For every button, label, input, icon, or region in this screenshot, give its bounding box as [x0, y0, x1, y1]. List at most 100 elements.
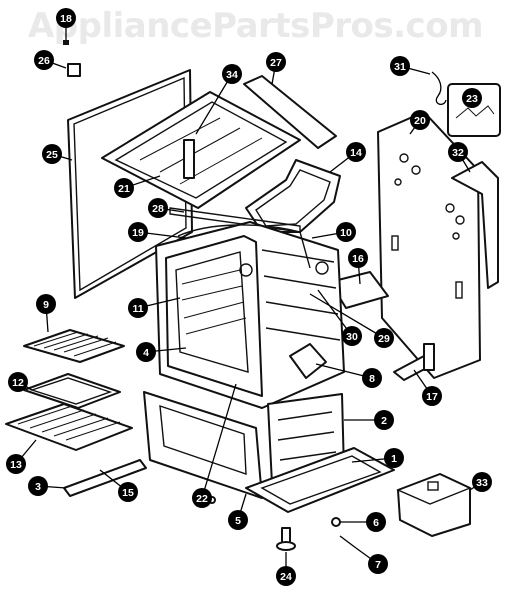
- callout-number: 10: [340, 227, 352, 239]
- callout-leader-line: [309, 293, 385, 339]
- drawer-rail: [63, 459, 147, 497]
- callout-3: 3: [28, 476, 67, 496]
- callout-bubble: [462, 88, 482, 108]
- callout-number: 31: [394, 61, 406, 73]
- top-trim-part: [243, 75, 337, 149]
- power-cord: [431, 71, 447, 105]
- callout-bubble: [6, 454, 26, 474]
- callout-number: 34: [226, 69, 238, 81]
- callout-bubble: [348, 248, 368, 268]
- drawer-front: [143, 391, 263, 499]
- callout-bubble: [374, 328, 394, 348]
- callout-bubble: [42, 144, 62, 164]
- callout-23: 23: [462, 88, 482, 108]
- callout-bubble: [448, 142, 468, 162]
- callout-32: 32: [448, 142, 471, 173]
- callout-number: 23: [466, 93, 478, 105]
- callout-34: 34: [195, 64, 242, 135]
- callout-28: 28: [148, 198, 185, 218]
- callout-30: 30: [317, 289, 362, 346]
- callout-number: 15: [122, 487, 134, 499]
- callout-number: 29: [378, 333, 390, 345]
- oven-rack-lower: [5, 403, 133, 451]
- callout-number: 30: [346, 331, 358, 343]
- callout-number: 33: [476, 477, 488, 489]
- callout-number: 7: [375, 559, 381, 571]
- hinge-part: [289, 343, 327, 379]
- callout-27: 27: [266, 52, 286, 85]
- callout-bubble: [342, 326, 362, 346]
- callout-bubble: [118, 482, 138, 502]
- callout-number: 12: [12, 377, 24, 389]
- callout-8: 8: [315, 363, 382, 388]
- callout-bubble: [34, 50, 54, 70]
- callout-2: 2: [344, 410, 394, 430]
- door-hinge: [393, 343, 435, 381]
- callout-26: 26: [34, 50, 67, 70]
- callout-16: 16: [348, 248, 368, 285]
- callout-bubble: [366, 512, 386, 532]
- callout-17: 17: [413, 369, 442, 406]
- callout-number: 2: [381, 415, 387, 427]
- callout-14: 14: [329, 142, 366, 173]
- callout-bubble: [368, 554, 388, 574]
- callout-bubble: [374, 410, 394, 430]
- callout-bubble: [148, 198, 168, 218]
- broiler-pan: [23, 373, 121, 409]
- oven-rack-upper: [23, 329, 125, 363]
- callout-bubble: [8, 372, 28, 392]
- callout-bubble: [128, 298, 148, 318]
- callout-number: 11: [132, 303, 143, 315]
- callout-13: 13: [6, 439, 37, 474]
- oven-body: [155, 221, 345, 409]
- clip-part: [67, 63, 81, 77]
- screw-part: [63, 32, 69, 45]
- callout-4: 4: [136, 342, 187, 362]
- callout-number: 27: [270, 57, 282, 69]
- callout-bubble: [384, 448, 404, 468]
- callout-number: 24: [280, 571, 292, 583]
- callout-bubble: [128, 222, 148, 242]
- callout-number: 6: [373, 517, 379, 529]
- callout-bubble: [136, 342, 156, 362]
- callout-number: 17: [426, 391, 438, 403]
- duct-part: [245, 159, 341, 233]
- callout-bubble: [346, 142, 366, 162]
- callout-bubble: [336, 222, 356, 242]
- callout-bubble: [36, 294, 56, 314]
- callout-number: 25: [46, 149, 58, 161]
- callout-leader-line: [195, 73, 233, 135]
- callout-bubble: [390, 56, 410, 76]
- callout-33: 33: [469, 472, 492, 492]
- base-pan: [245, 447, 395, 513]
- callout-20: 20: [409, 110, 430, 135]
- callout-number: 26: [38, 55, 50, 67]
- callout-1: 1: [351, 448, 404, 468]
- callout-number: 14: [350, 147, 362, 159]
- callout-bubble: [222, 64, 242, 84]
- callout-bubble: [228, 510, 248, 530]
- callout-11: 11: [128, 297, 181, 318]
- terminal-block-inset: [447, 83, 501, 137]
- callout-leader-line: [201, 383, 237, 499]
- callout-21: 21: [114, 175, 161, 198]
- callout-6: 6: [340, 512, 386, 532]
- callout-number: 28: [152, 203, 164, 215]
- callout-number: 21: [118, 183, 130, 195]
- callout-number: 13: [10, 459, 22, 471]
- callout-29: 29: [309, 293, 394, 348]
- callout-7: 7: [355, 547, 388, 574]
- callout-bubble: [266, 52, 286, 72]
- callout-bubble: [276, 566, 296, 586]
- callout-5: 5: [228, 493, 248, 530]
- callout-bubble: [422, 386, 442, 406]
- callout-bubble: [56, 8, 76, 28]
- callout-24: 24: [276, 552, 296, 586]
- callout-15: 15: [99, 469, 138, 502]
- callout-bubble: [114, 178, 134, 198]
- callout-number: 20: [414, 115, 426, 127]
- callout-bubble: [410, 110, 430, 130]
- callout-number: 5: [235, 515, 241, 527]
- callout-number: 9: [43, 299, 49, 311]
